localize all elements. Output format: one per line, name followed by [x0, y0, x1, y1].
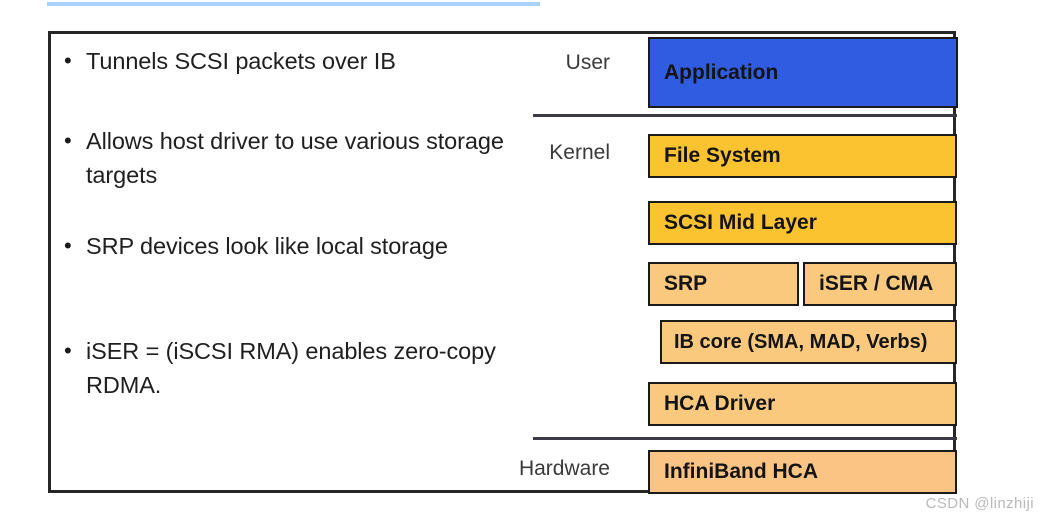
bullet-text: SRP devices look like local storage: [86, 233, 448, 259]
stack-box-infiniband-hca: InfiniBand HCA: [648, 450, 957, 494]
stack-divider-kernel-hardware: [533, 437, 957, 440]
stack-box-label: SCSI Mid Layer: [664, 211, 817, 234]
list-item: • Allows host driver to use various stor…: [60, 124, 530, 192]
stack-layer-label-kernel: Kernel: [549, 141, 610, 164]
stack-divider-user-kernel: [533, 114, 957, 117]
stack-box-label: HCA Driver: [664, 392, 776, 415]
bullet-marker-icon: •: [64, 128, 72, 153]
watermark: CSDN @linzhiji: [925, 495, 1034, 512]
top-accent-strip: [47, 2, 540, 6]
stack-layer-label-hardware: Hardware: [518, 457, 610, 480]
bullet-marker-icon: •: [64, 48, 72, 73]
list-item: • iSER = (iSCSI RMA) enables zero-copy R…: [60, 334, 496, 402]
stack-box-label: IB core (SMA, MAD, Verbs): [674, 330, 928, 353]
stack-box-iser-cma: iSER / CMA: [803, 262, 957, 306]
stack-box-label: SRP: [664, 272, 708, 295]
stack-box-application: Application: [648, 37, 958, 108]
stack-box-hca-driver: HCA Driver: [648, 382, 957, 426]
stack-box-scsi-mid-layer: SCSI Mid Layer: [648, 201, 957, 245]
stack-box-srp: SRP: [648, 262, 799, 306]
stack-box-label: iSER / CMA: [819, 272, 934, 295]
list-item: • SRP devices look like local storage: [60, 229, 448, 263]
stack-box-label: Application: [664, 60, 779, 84]
bullet-text: Allows host driver to use various storag…: [86, 128, 504, 188]
bullet-text: Tunnels SCSI packets over IB: [86, 48, 396, 74]
list-item: • Tunnels SCSI packets over IB: [60, 44, 396, 78]
bullet-marker-icon: •: [64, 233, 72, 258]
stack-layer-label-user: User: [565, 51, 610, 74]
stack-box-label: File System: [664, 144, 781, 167]
stack-box-label: InfiniBand HCA: [664, 460, 818, 483]
bullet-text: iSER = (iSCSI RMA) enables zero-copy RDM…: [86, 338, 496, 398]
bullet-marker-icon: •: [64, 338, 72, 363]
stack-box-file-system: File System: [648, 134, 957, 178]
stack-box-ib-core: IB core (SMA, MAD, Verbs): [660, 320, 957, 364]
